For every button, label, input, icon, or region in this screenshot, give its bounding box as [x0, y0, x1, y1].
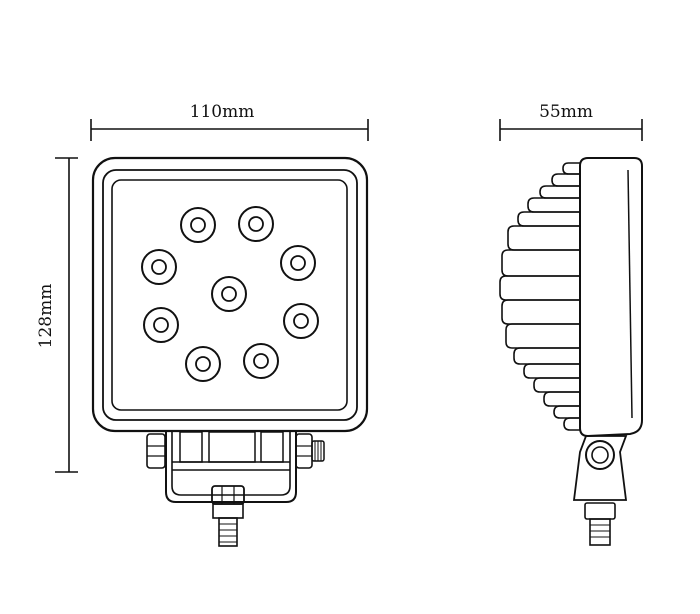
heat-sink-fin [553, 405, 580, 419]
front-bezel [102, 169, 358, 421]
led-core [151, 259, 167, 275]
width-dimension: 110mm [90, 102, 369, 141]
depth-label: 55mm [539, 102, 593, 122]
heat-sink-fin [517, 211, 580, 227]
side-bezel [579, 157, 643, 438]
bracket-frame [165, 432, 297, 503]
front-lens [111, 179, 348, 411]
led-core [221, 286, 237, 302]
heat-sink-fin [507, 225, 580, 251]
depth-dimension: 55mm [499, 102, 643, 141]
led-core [253, 353, 269, 369]
heat-sink-fin [539, 185, 580, 199]
side-mount-bracket [572, 435, 628, 501]
bracket-tab-center [208, 431, 256, 463]
front-view [91, 156, 369, 547]
heat-sink-fin [505, 323, 580, 349]
heat-sink-fin [563, 417, 580, 431]
heat-sink-fin [499, 275, 580, 301]
height-dimension: 128mm [36, 157, 78, 473]
heat-sink-fin [501, 299, 580, 325]
led-core [248, 216, 264, 232]
side-bolt-right [295, 433, 313, 469]
heat-sink-fin [533, 377, 580, 393]
side-bezel-edge [627, 169, 633, 419]
led-core [293, 313, 309, 329]
side-mount [572, 435, 628, 546]
side-bottom-stud [589, 518, 611, 546]
side-bottom-nut [584, 502, 616, 520]
heat-sink-fin [551, 173, 580, 187]
led-core [190, 217, 206, 233]
pivot-bolt-outer [585, 440, 615, 470]
bracket-inner [171, 432, 291, 496]
bracket-tab-left [179, 431, 203, 463]
pivot-bolt-inner [591, 446, 609, 464]
side-view [499, 157, 643, 546]
width-label: 110mm [190, 102, 255, 122]
led-array [141, 206, 319, 382]
heat-sink-fin [501, 249, 580, 277]
side-bolt-left [146, 433, 166, 469]
heat-sink-fin [513, 347, 580, 365]
heat-sink-fin [523, 363, 580, 379]
led-core [195, 356, 211, 372]
mounting-bracket [146, 431, 325, 547]
heat-sink [499, 162, 580, 431]
bottom-stud [218, 517, 238, 547]
bottom-washer [212, 503, 244, 519]
height-label: 128mm [36, 284, 56, 349]
heat-sink-fin [527, 197, 580, 213]
front-housing [91, 156, 369, 433]
heat-sink-fin [543, 391, 580, 407]
led-core [290, 255, 306, 271]
bracket-tab-right [260, 431, 284, 463]
led-core [153, 317, 169, 333]
heat-sink-fin [562, 162, 580, 175]
